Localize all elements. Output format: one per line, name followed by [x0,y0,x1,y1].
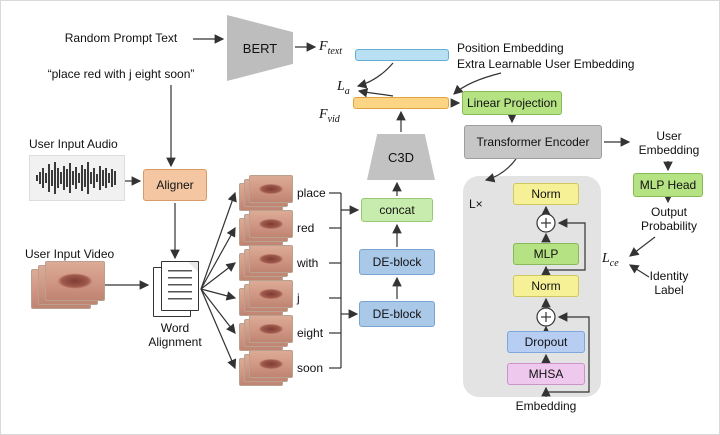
add-icon [536,213,556,233]
lip-frame [249,245,293,273]
user-input-video-text: User Input Video [25,247,115,261]
waveform-bars-icon [36,162,116,194]
word-label-red: red [297,221,315,235]
lip-frame [249,175,293,203]
c3d-node: C3D [367,134,435,180]
document-icon [161,261,199,311]
add-icon [536,307,556,327]
c3d-label: C3D [387,149,414,165]
word-alignment-text: Word Alignment [148,321,202,350]
identity-label-text: Identity Label [649,269,689,298]
lip-stack-soon [239,350,293,386]
bert-label: BERT [242,40,278,56]
document-lines-icon [168,270,192,304]
prompt-example-text: “place red with j eight soon” [47,67,195,81]
random-prompt-text: Random Prompt Text [64,31,178,45]
lip-frame [249,315,293,343]
lip-stack-place [239,175,293,211]
f-text-label: Ftext [319,39,342,57]
norm-bottom-node: Norm [513,275,579,297]
word-label-soon: soon [297,361,324,375]
embedding-input-text: Embedding [515,399,577,413]
layers-multiplier-text: L× [469,197,483,211]
transformer-encoder-node: Transformer Encoder [464,125,602,159]
lip-stack-red [239,210,293,246]
lip-frame [249,210,293,238]
lip-frame [249,280,293,308]
video-frames-stack [31,261,105,309]
extra-user-embedding-text: Extra Learnable User Embedding [457,57,635,71]
word-label-j: j [297,291,300,305]
audio-waveform-icon [29,155,125,201]
word-label-with: with [297,256,319,270]
text-feature-bar [355,49,449,61]
user-input-audio-text: User Input Audio [29,137,118,151]
l-ce-loss-label: Lce [602,251,619,269]
dropout-node: Dropout [507,331,585,353]
video-feature-bar [353,97,449,109]
word-label-place: place [297,186,326,200]
norm-top-node: Norm [513,183,579,205]
mlp-node: MLP [513,243,579,265]
l-a-loss-label: La [337,79,350,97]
lip-stack-eight [239,315,293,351]
lip-stack-with [239,245,293,281]
f-vid-label: Fvid [319,107,340,125]
mlp-head-node: MLP Head [633,173,703,197]
word-label-eight: eight [297,326,324,340]
linear-projection-node: Linear Projection [462,91,562,115]
output-probability-text: Output Probability [640,205,698,234]
lip-frame [45,261,105,301]
mhsa-node: MHSA [507,363,585,385]
de-block-bottom-node: DE-block [359,301,435,327]
position-embedding-text: Position Embedding [457,41,564,55]
user-embedding-text: User Embedding [638,129,700,158]
concat-node: concat [361,198,433,222]
aligner-node: Aligner [143,169,207,201]
de-block-top-node: DE-block [359,249,435,275]
lip-stack-j [239,280,293,316]
lip-frame [249,350,293,378]
